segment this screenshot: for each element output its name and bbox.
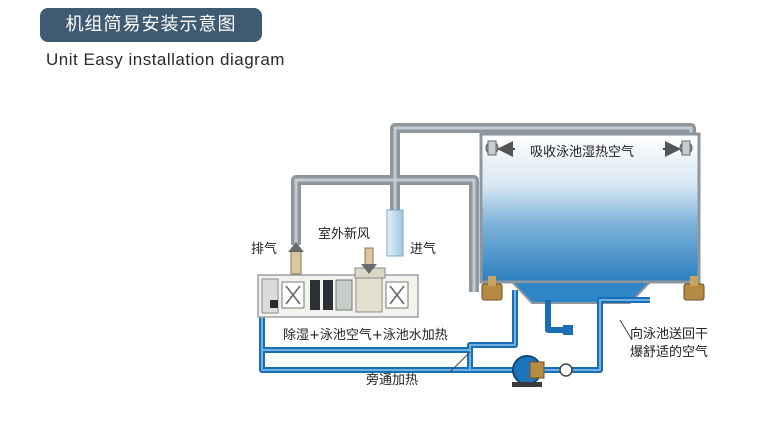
page-subtitle: Unit Easy installation diagram <box>46 50 285 69</box>
swimming-pool <box>479 132 701 304</box>
pump-icon <box>512 355 545 387</box>
valve-top-right-icon <box>679 140 693 156</box>
process-label: 除湿+泳池空气+泳池水加热 <box>283 324 448 343</box>
dehumidifier-unit <box>257 267 419 318</box>
check-valve-icon <box>559 363 573 377</box>
page-title: 机组简易安装示意图 <box>40 8 262 42</box>
absorb-pool-air-label: 吸收泳池湿热空气 <box>530 145 635 160</box>
intake-label: 进气 <box>410 242 437 257</box>
brass-valve-left-icon <box>481 276 503 301</box>
valve-top-left-icon <box>485 140 499 156</box>
exhaust-label: 排气 <box>251 242 278 257</box>
outdoor-fresh-air-label: 室外新风 <box>318 227 371 242</box>
pipe-end-cap <box>563 325 573 335</box>
fresh-air-arrow-icon <box>361 247 377 274</box>
return-dry-air-label-line2: 爆舒适的空气 <box>630 345 709 360</box>
exhaust-arrow-icon <box>288 242 304 275</box>
fresh-air-tube <box>386 209 404 257</box>
brass-valve-right-icon <box>683 276 705 301</box>
return-dry-air-label-line1: 向泳池送回干 <box>630 327 709 342</box>
bypass-heating-label: 旁通加热 <box>366 373 419 388</box>
